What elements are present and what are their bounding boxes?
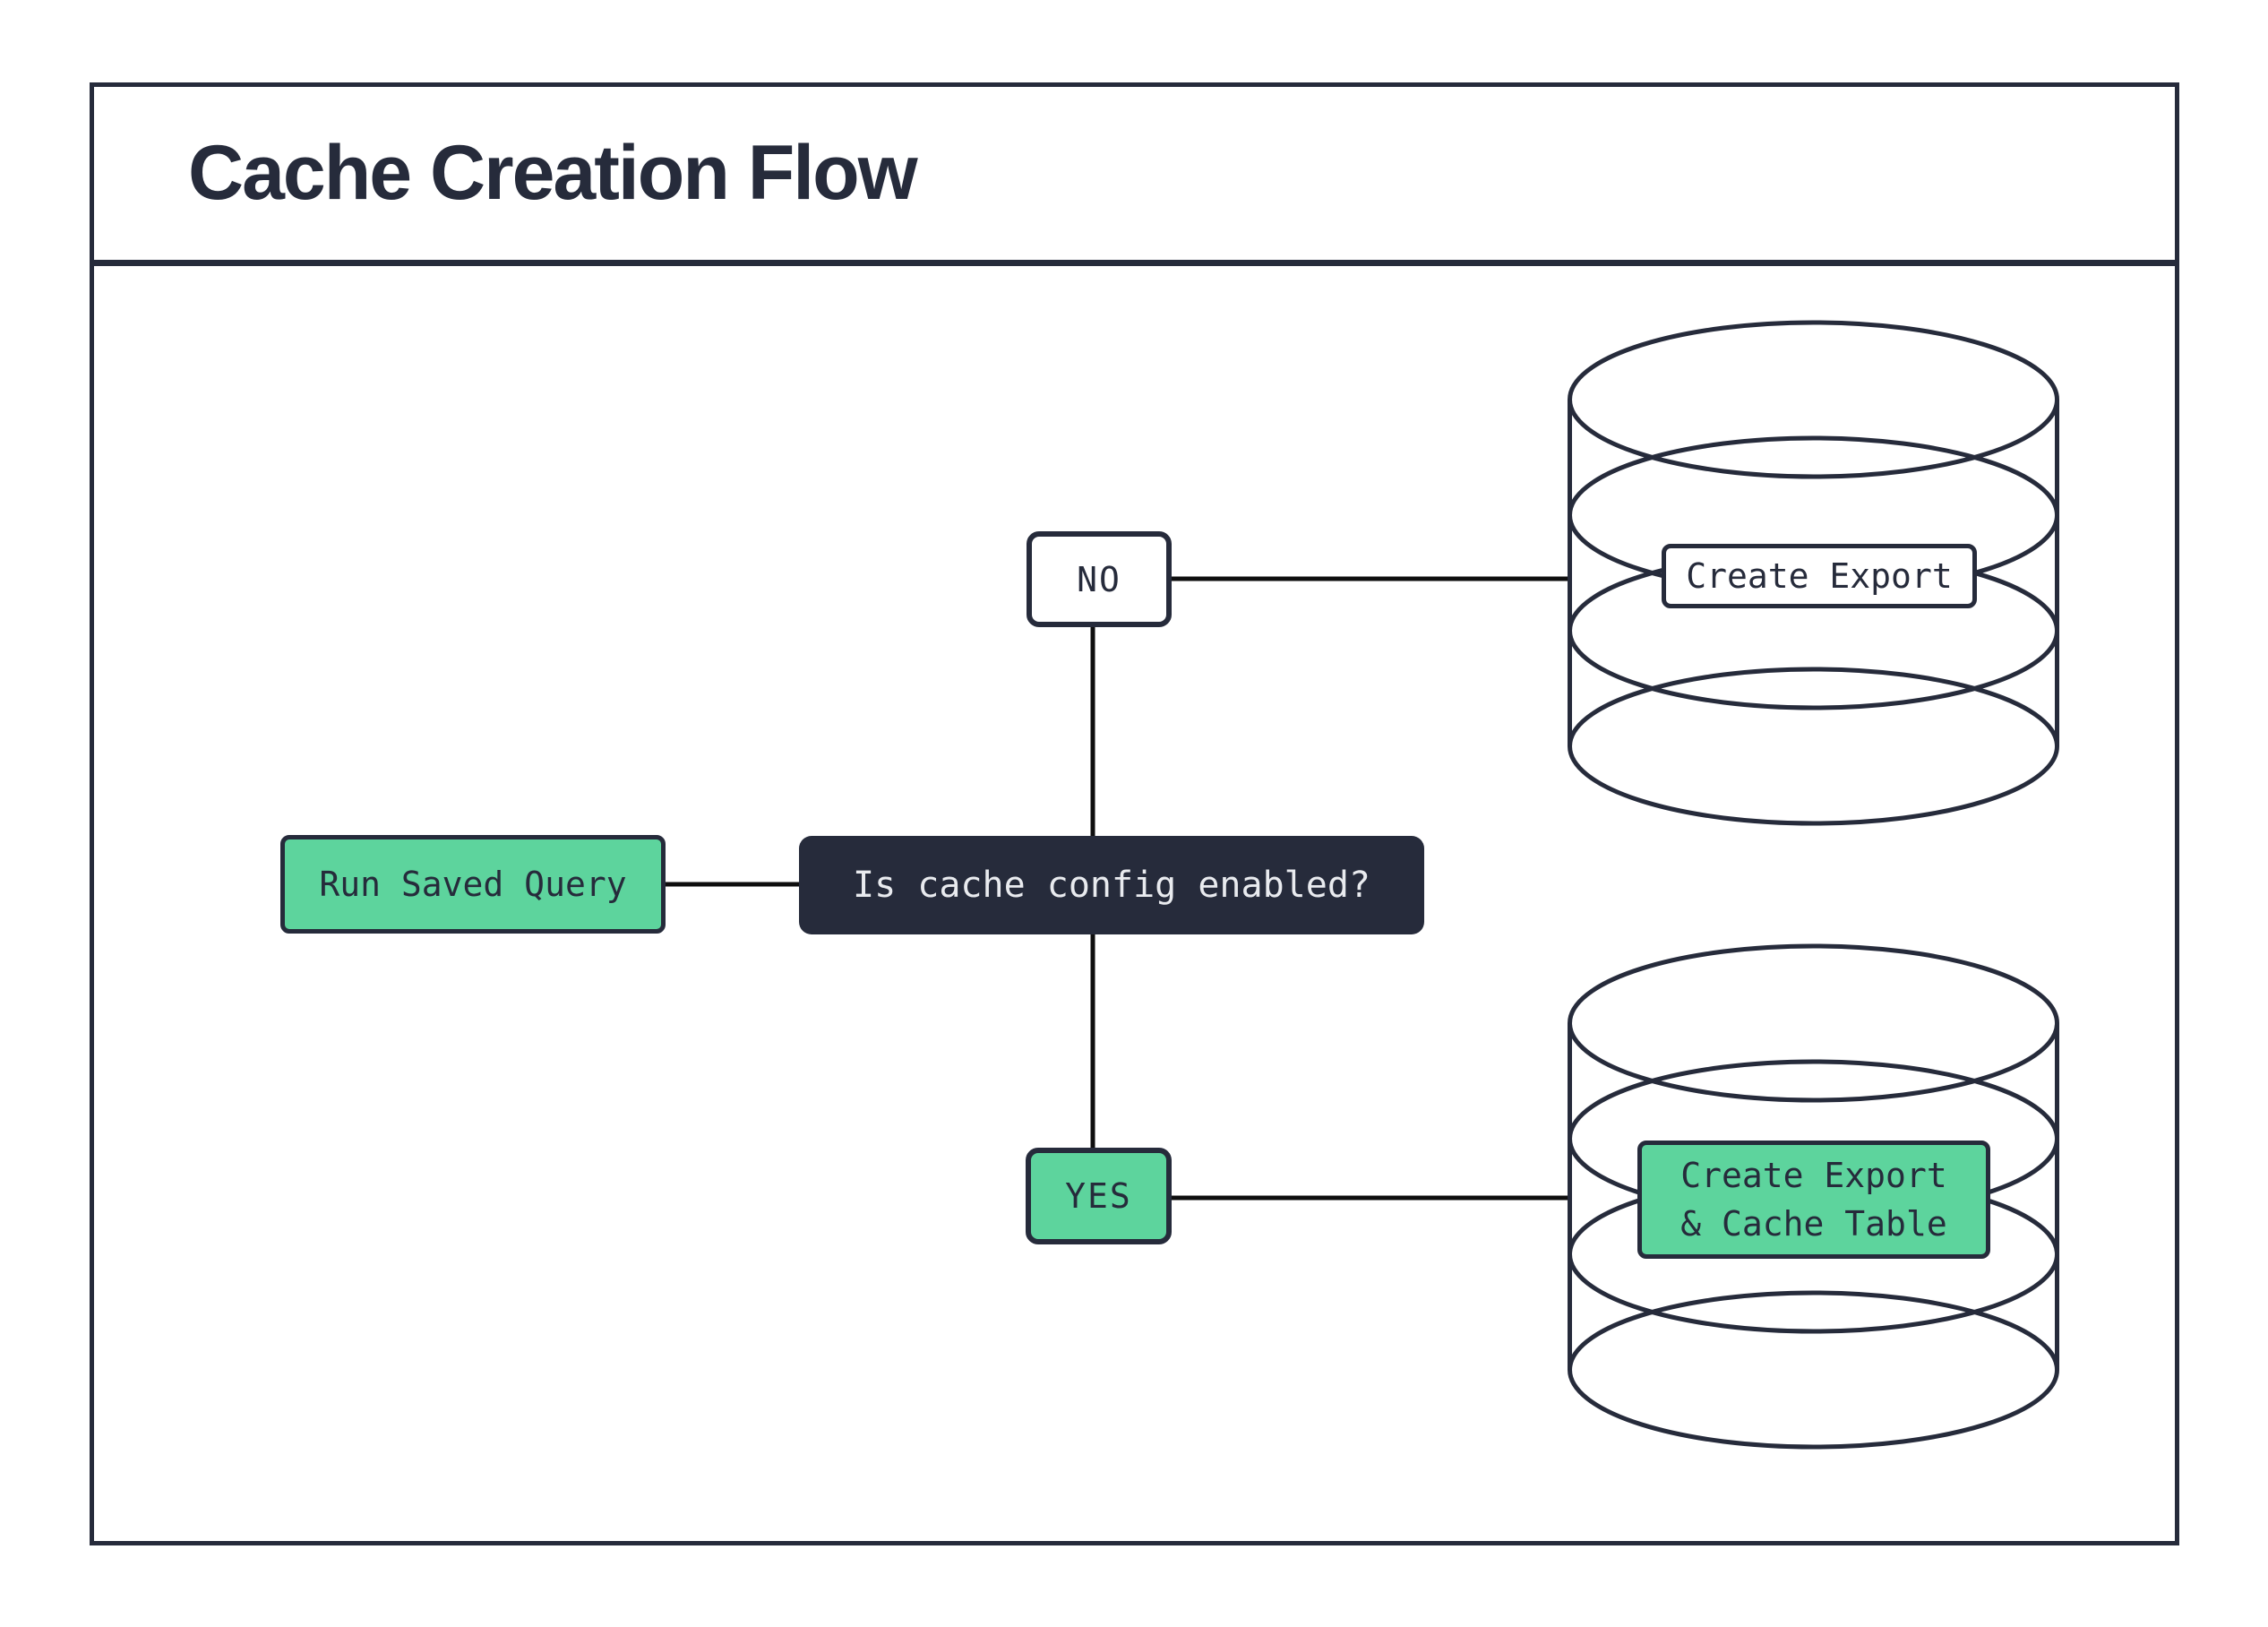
diagram-frame: Cache Creation Flow [90,82,2179,1545]
node-run-saved-query-label: Run Saved Query [319,865,627,904]
node-no-branch-label: NO [1077,559,1121,599]
node-yes-branch-label: YES [1065,1176,1132,1216]
node-run-saved-query: Run Saved Query [280,835,666,934]
title-bar: Cache Creation Flow [94,87,2175,266]
node-create-export-cache-table: Create Export & Cache Table [1637,1141,1990,1259]
node-create-export-cache-table-line1: Create Export [1680,1156,1947,1195]
node-yes-branch: YES [1026,1148,1172,1244]
node-create-export: Create Export [1662,544,1977,608]
node-cache-config-question-label: Is cache config enabled? [853,865,1370,906]
node-cache-config-question: Is cache config enabled? [799,836,1424,934]
node-no-branch: NO [1027,531,1172,627]
page-title: Cache Creation Flow [188,130,918,216]
node-create-export-label: Create Export [1686,556,1953,596]
node-create-export-cache-table-line2: & Cache Table [1680,1204,1947,1244]
